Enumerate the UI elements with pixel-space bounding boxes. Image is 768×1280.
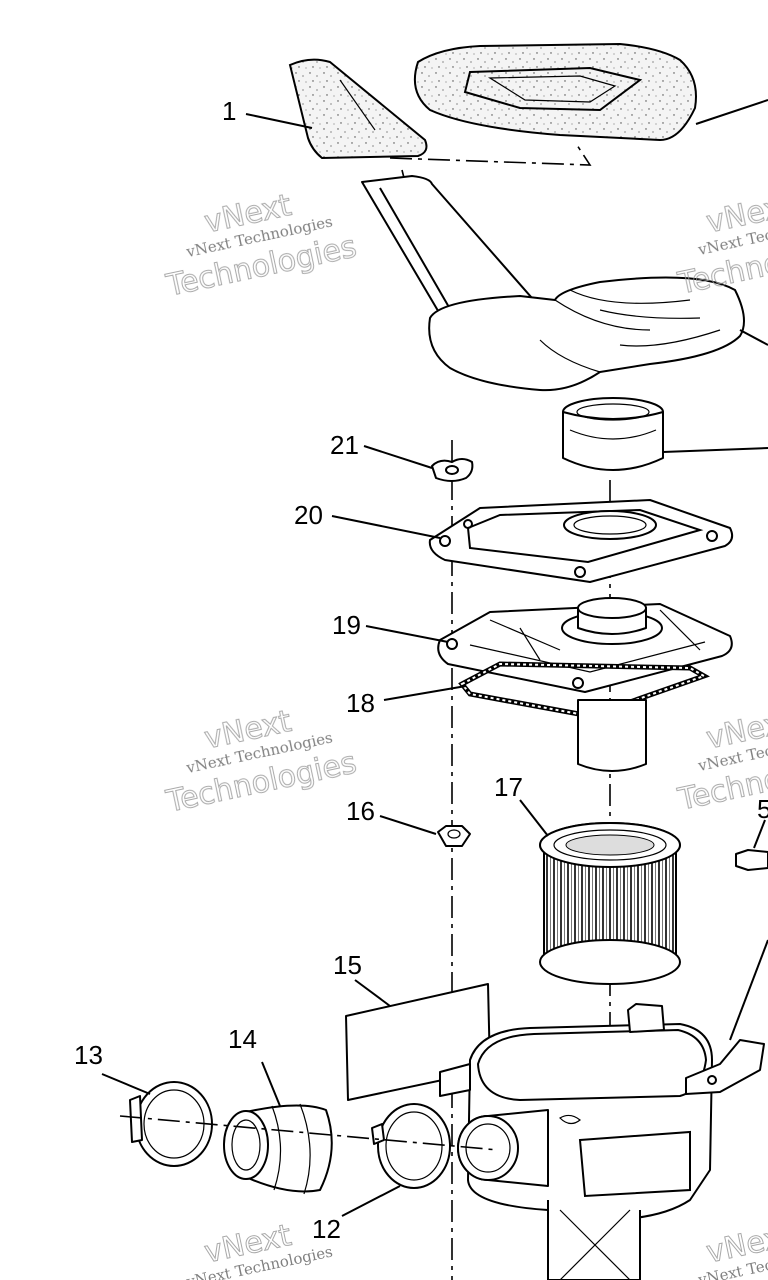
- callout-13: 13: [74, 1040, 103, 1070]
- callout-21: 21: [330, 430, 359, 460]
- callout-19: 19: [332, 610, 361, 640]
- callout-12: 12: [312, 1214, 341, 1244]
- callout-16: 16: [346, 796, 375, 826]
- coupler-sleeve: [562, 397, 768, 471]
- airbox-base: [439, 1003, 765, 1280]
- part-17-filter-element: [519, 799, 681, 985]
- part-12-clamp: [341, 1103, 451, 1217]
- callout-1: 1: [222, 96, 236, 126]
- part-19-housing-lid: [365, 597, 733, 693]
- part-13-clamp: [101, 1073, 213, 1167]
- part-14-coupler-hose: [223, 1061, 333, 1195]
- callout-labels: 1 5 12 13 14 15 16 17 18 19 20 21: [74, 96, 768, 1244]
- part-1-foam-seal: [245, 58, 592, 183]
- callout-17: 17: [494, 772, 523, 802]
- callout-20: 20: [294, 500, 323, 530]
- callout-15: 15: [333, 950, 362, 980]
- part-5-bolt: [729, 819, 768, 1041]
- callout-18: 18: [346, 688, 375, 718]
- part-16-nut: [379, 815, 471, 847]
- callout-5: 5: [757, 794, 768, 824]
- foam-pad: [414, 42, 768, 142]
- part-21-wing-nut: [363, 445, 474, 482]
- callout-14: 14: [228, 1024, 257, 1054]
- part-20-cover: [331, 499, 734, 583]
- outlet-tube: [577, 699, 647, 772]
- part-18-gasket: [383, 661, 710, 719]
- intake-silencer: [361, 175, 768, 392]
